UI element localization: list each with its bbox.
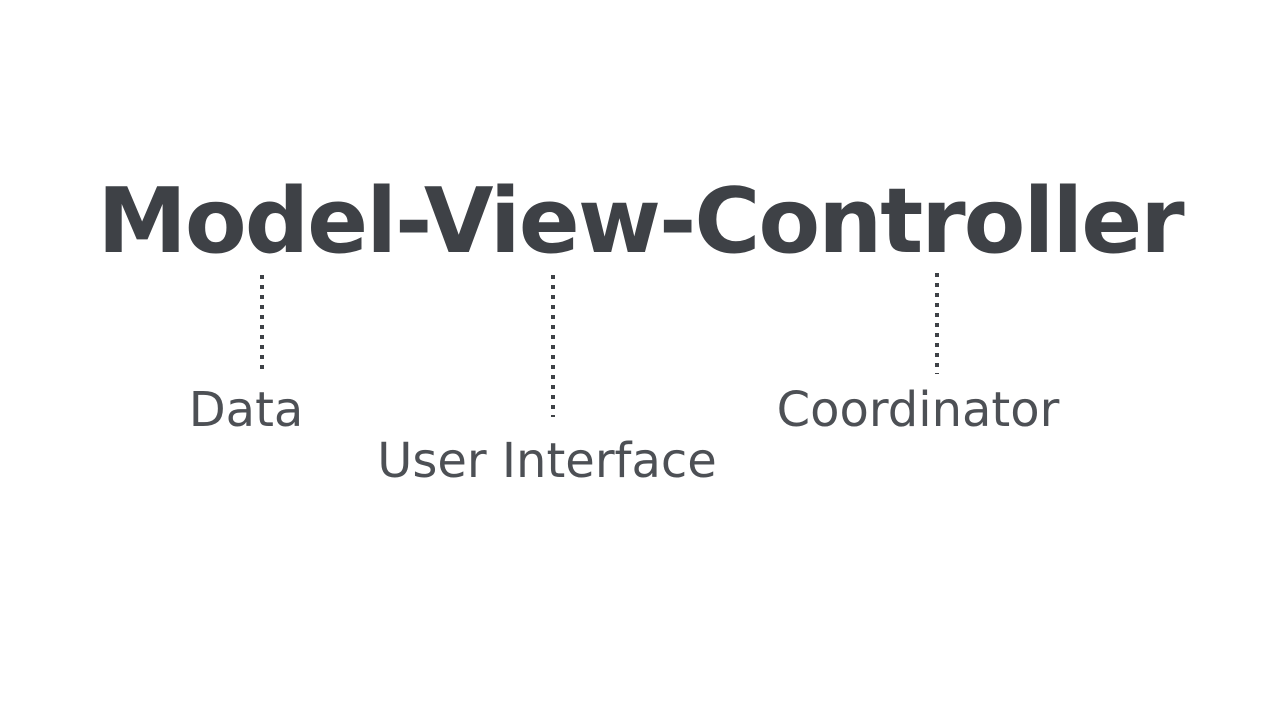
connector-view-to-user-interface <box>551 275 555 417</box>
annotation-label-coordinator: Coordinator <box>776 382 1060 438</box>
annotation-label-user-interface: User Interface <box>377 433 717 489</box>
slide-title: Model-View-Controller <box>97 169 1184 274</box>
connector-controller-to-coordinator <box>935 273 939 374</box>
annotation-label-data: Data <box>188 382 304 438</box>
connector-model-to-data <box>260 275 264 369</box>
